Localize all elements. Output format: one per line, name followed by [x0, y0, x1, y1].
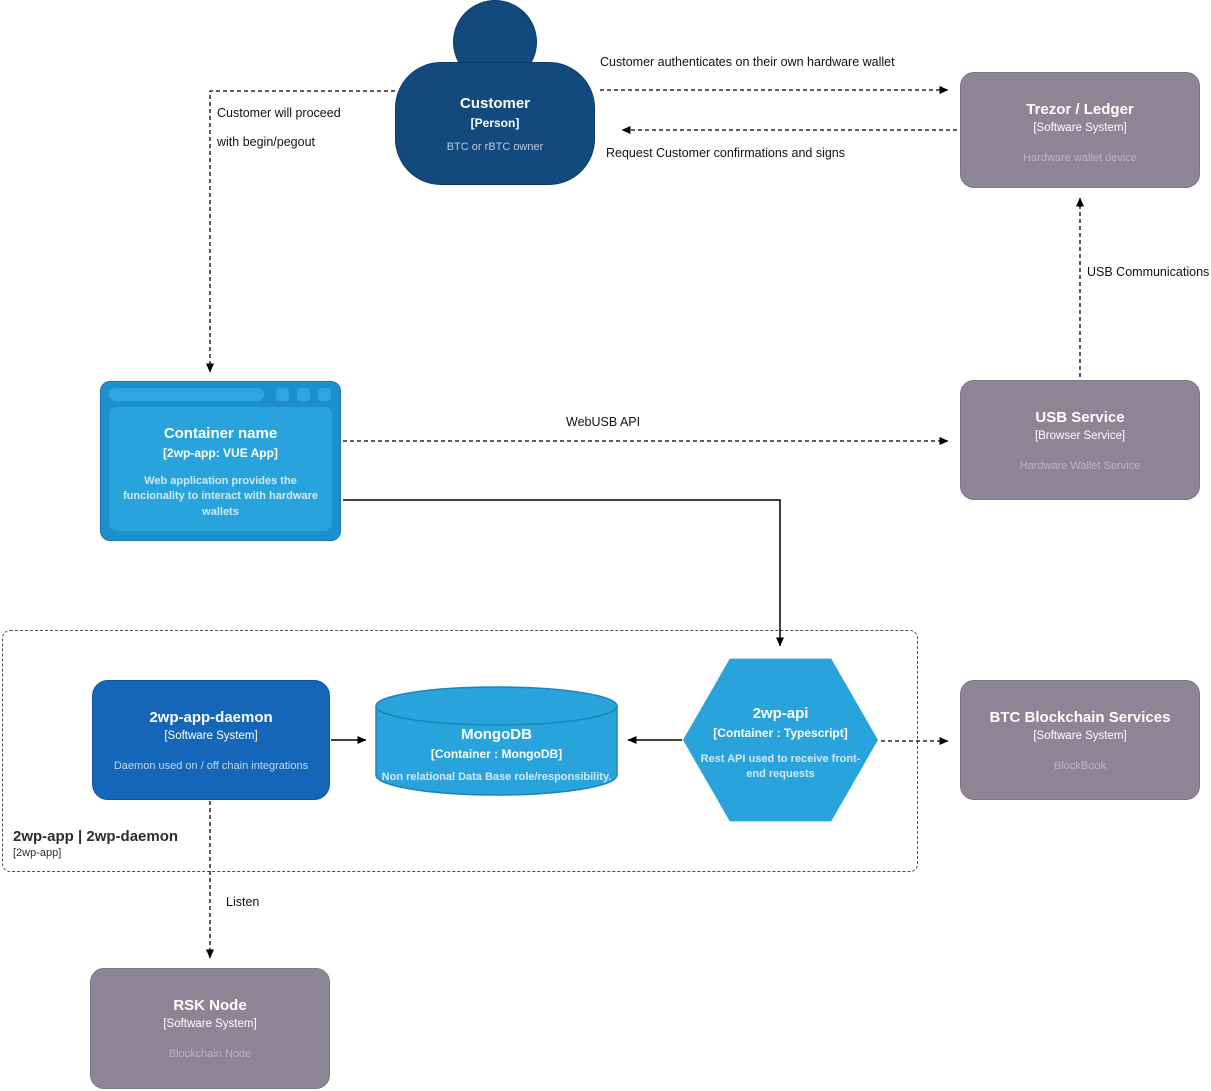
browser-button-icon [297, 388, 310, 401]
node-api-desc: Rest API used to receive front-end reque… [700, 753, 861, 781]
node-trezor-ledger: Trezor / Ledger [Software System] Hardwa… [960, 72, 1200, 188]
edge-label-listen: Listen [226, 895, 260, 909]
node-mongodb-meta: [Container : MongoDB] [430, 747, 563, 761]
node-trezor-desc: Hardware wallet device [1023, 152, 1137, 164]
node-customer-desc: BTC or rBTC owner [446, 141, 544, 153]
edge-webapp-to-api [343, 499, 784, 647]
node-usb-title: USB Service [1035, 409, 1125, 426]
browser-button-icon [318, 388, 331, 401]
database-cylinder-icon [375, 686, 618, 796]
node-customer-title: Customer [459, 95, 530, 112]
edge-label-proceed-line1: Customer will proceed [217, 106, 341, 120]
node-trezor-title: Trezor / Ledger [1026, 101, 1134, 118]
node-api-meta: [Container : Typescript] [713, 726, 848, 740]
node-webapp-content: Container name [2wp-app: VUE App] Web ap… [109, 407, 332, 531]
node-webapp-desc: Web application provides the funcionalit… [123, 475, 318, 518]
node-daemon-title: 2wp-app-daemon [149, 709, 273, 726]
node-webapp-container: Container name [2wp-app: VUE App] Web ap… [100, 381, 341, 541]
edge-label-webusb-api: WebUSB API [566, 415, 641, 429]
node-mongodb: MongoDB [Container : MongoDB] Non relati… [375, 686, 618, 796]
browser-button-icon [276, 388, 289, 401]
node-rsk-desc: Blockchain Node [168, 1048, 252, 1060]
node-webapp-meta: [2wp-app: VUE App] [163, 446, 278, 460]
node-daemon-desc: Daemon used on / off chain integrations [113, 760, 309, 772]
boundary-label: 2wp-app | 2wp-daemon [2wp-app] [13, 828, 178, 859]
browser-address-bar [109, 388, 264, 401]
node-api-title: 2wp-api [752, 705, 809, 722]
node-rsk: RSK Node [Software System] Blockchain No… [90, 968, 330, 1089]
node-webapp-title: Container name [163, 425, 278, 442]
boundary-title: 2wp-app | 2wp-daemon [13, 828, 179, 845]
node-daemon: 2wp-app-daemon [Software System] Daemon … [92, 680, 330, 800]
node-btc-meta: [Software System] [1033, 730, 1127, 742]
edge-label-proceed-line2: with begin/pegout [217, 135, 315, 149]
node-rsk-meta: [Software System] [163, 1018, 257, 1030]
node-rsk-title: RSK Node [173, 997, 247, 1014]
node-btc-desc: BlockBook [1054, 760, 1106, 772]
node-usb-desc: Hardware Wallet Service [1019, 460, 1141, 472]
edge-label-authenticate: Customer authenticates on their own hard… [600, 55, 895, 69]
node-btc-title: BTC Blockchain Services [989, 709, 1171, 726]
node-daemon-meta: [Software System] [164, 730, 258, 742]
boundary-meta: [2wp-app] [13, 847, 62, 859]
node-customer: Customer [Person] BTC or rBTC owner [395, 62, 595, 185]
edge-label-request-confirmations: Request Customer confirmations and signs [606, 146, 846, 160]
node-btc-services: BTC Blockchain Services [Software System… [960, 680, 1200, 800]
node-mongodb-text: MongoDB [Container : MongoDB] Non relati… [375, 726, 618, 785]
edge-label-usb-communications: USB Communications [1087, 265, 1210, 279]
node-trezor-meta: [Software System] [1033, 122, 1127, 134]
node-customer-meta: [Person] [470, 116, 520, 130]
node-api: 2wp-api [Container : Typescript] Rest AP… [683, 658, 878, 822]
node-mongodb-desc: Non relational Data Base role/responsibi… [381, 771, 612, 783]
node-usb-meta: [Browser Service] [1034, 430, 1126, 442]
edge-customer-to-webapp [206, 90, 395, 373]
node-usb-service: USB Service [Browser Service] Hardware W… [960, 380, 1200, 500]
node-mongodb-title: MongoDB [461, 726, 532, 743]
